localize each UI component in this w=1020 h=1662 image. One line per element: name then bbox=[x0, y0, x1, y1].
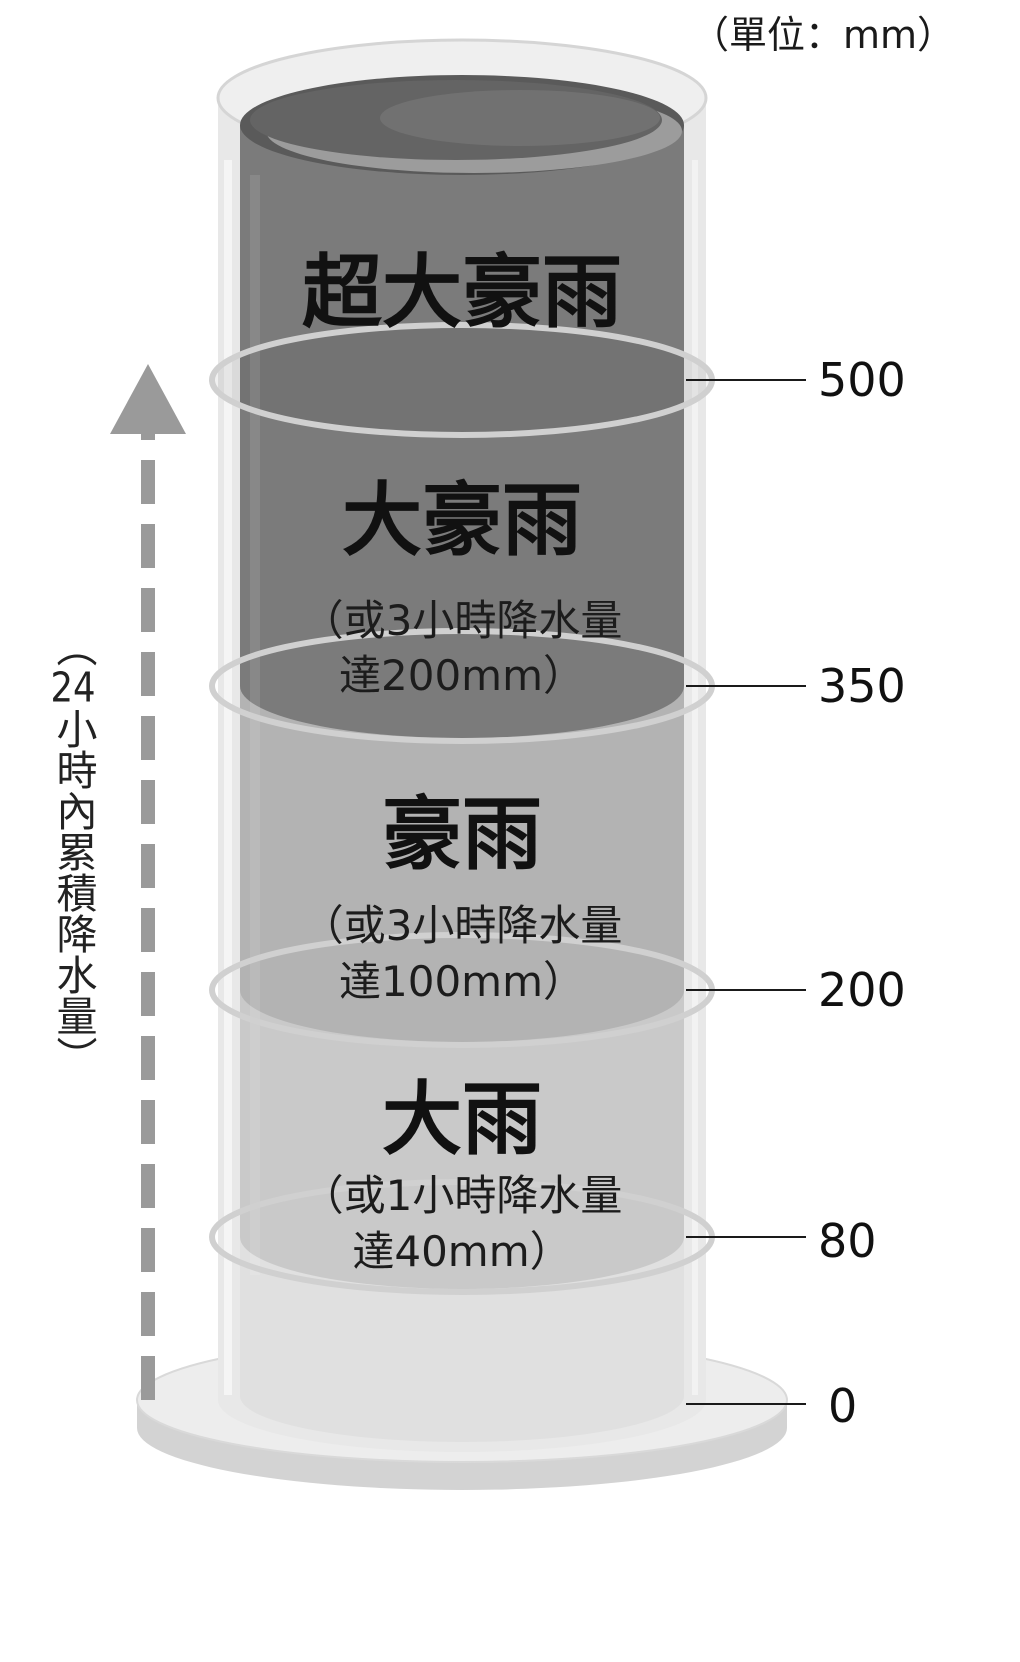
rain-level-name: 豪雨 bbox=[382, 788, 542, 881]
rain-level-note-line: （或3小時降水量 bbox=[302, 901, 623, 950]
glass-highlight-right bbox=[692, 160, 698, 1395]
tick-label-500: 500 bbox=[818, 353, 906, 407]
rain-level-name: 大豪雨 bbox=[342, 474, 582, 567]
threshold-ring-500 bbox=[209, 322, 715, 438]
water-level-super-torrential-rain bbox=[240, 125, 684, 738]
vertical-axis-label: （24小時內累積降水量） bbox=[49, 626, 97, 1077]
rain-level-note-line: （或3小時降水量 bbox=[302, 596, 623, 645]
rain-level-name: 超大豪雨 bbox=[302, 246, 622, 339]
up-arrow-head bbox=[110, 364, 186, 434]
rain-level-note-line: 達200mm） bbox=[339, 651, 585, 700]
rain-level-note-line: 達40mm） bbox=[352, 1227, 571, 1276]
glass-highlights bbox=[224, 160, 698, 1395]
tick-lines bbox=[686, 379, 806, 1405]
rain-level-note-line: （或1小時降水量 bbox=[302, 1171, 623, 1220]
tick-label-0: 0 bbox=[828, 1379, 857, 1433]
tick-labels: 500 350 200 80 0 bbox=[818, 353, 906, 1433]
rain-level-labels: 超大豪雨 大豪雨 （或3小時降水量 達200mm） 豪雨 （或3小時降水量 達1… bbox=[302, 246, 623, 1276]
up-arrow-icon bbox=[110, 364, 186, 1400]
tick-label-350: 350 bbox=[818, 659, 906, 713]
glass-tube-opening-sheen bbox=[380, 90, 660, 146]
unit-label: （單位：mm） bbox=[691, 13, 955, 57]
tick-label-80: 80 bbox=[818, 1214, 877, 1268]
rain-level-note-line: 達100mm） bbox=[339, 957, 585, 1006]
vertical-axis-label-digits: 24 bbox=[50, 667, 96, 708]
rain-level-name: 大雨 bbox=[382, 1073, 542, 1166]
water-column bbox=[240, 125, 684, 1289]
water-highlight bbox=[250, 175, 260, 1275]
glass-tube-top bbox=[216, 38, 708, 175]
tick-label-200: 200 bbox=[818, 963, 906, 1017]
glass-highlight-left bbox=[224, 160, 232, 1395]
